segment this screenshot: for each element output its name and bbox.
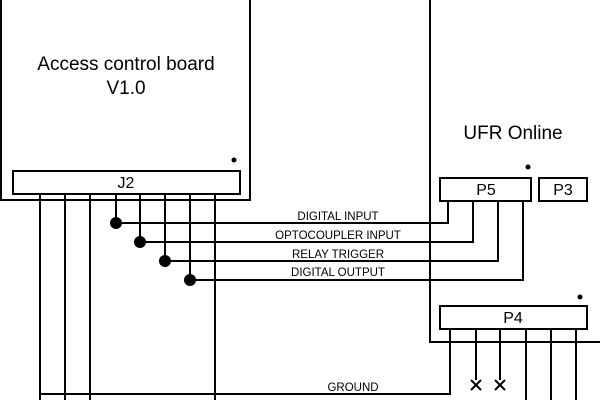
pin1-marker-p4 — [577, 294, 583, 300]
connector-j2-label: J2 — [118, 175, 135, 192]
access-control-board: Access control board V1.0 J2 — [0, 0, 251, 201]
wire-digital-output — [190, 201, 524, 281]
connector-p5-label: P5 — [476, 182, 496, 199]
label-ground: GROUND — [327, 382, 378, 394]
ufr-board-outline — [429, 0, 600, 343]
connector-p4-label: P4 — [503, 310, 523, 327]
connector-j2 — [12, 170, 241, 195]
pin1-marker-p5 — [525, 164, 531, 170]
connector-p3 — [538, 177, 588, 202]
ufr-board-title: UFR Online — [463, 123, 562, 144]
wire-optocoupler-input — [140, 201, 474, 243]
connector-p4 — [439, 305, 588, 330]
wire-relay-trigger — [165, 201, 499, 262]
j2-pin-wires — [39, 194, 216, 400]
access-board-outline — [0, 0, 251, 201]
label-digital-input: DIGITAL INPUT — [297, 211, 378, 223]
wire-ground — [40, 329, 451, 395]
access-board-version: V1.0 — [106, 78, 145, 99]
connector-p3-label: P3 — [553, 182, 573, 199]
p4-pin-wires — [470, 329, 577, 400]
label-digital-output: DIGITAL OUTPUT — [291, 267, 385, 279]
no-connect-icon-p4-pin3 — [494, 379, 506, 391]
label-optocoupler-input: OPTOCOUPLER INPUT — [275, 230, 401, 242]
ufr-online-board: UFR Online P5 P3 P4 — [429, 0, 600, 343]
signal-wires: DIGITAL INPUT OPTOCOUPLER INPUT RELAY TR… — [40, 201, 524, 395]
access-board-title: Access control board — [37, 54, 214, 75]
wire-digital-input — [116, 201, 449, 224]
connector-p5 — [439, 177, 532, 202]
label-relay-trigger: RELAY TRIGGER — [292, 249, 384, 261]
pin1-marker-j2 — [231, 157, 237, 163]
no-connect-icon-p4-pin2 — [470, 379, 482, 391]
